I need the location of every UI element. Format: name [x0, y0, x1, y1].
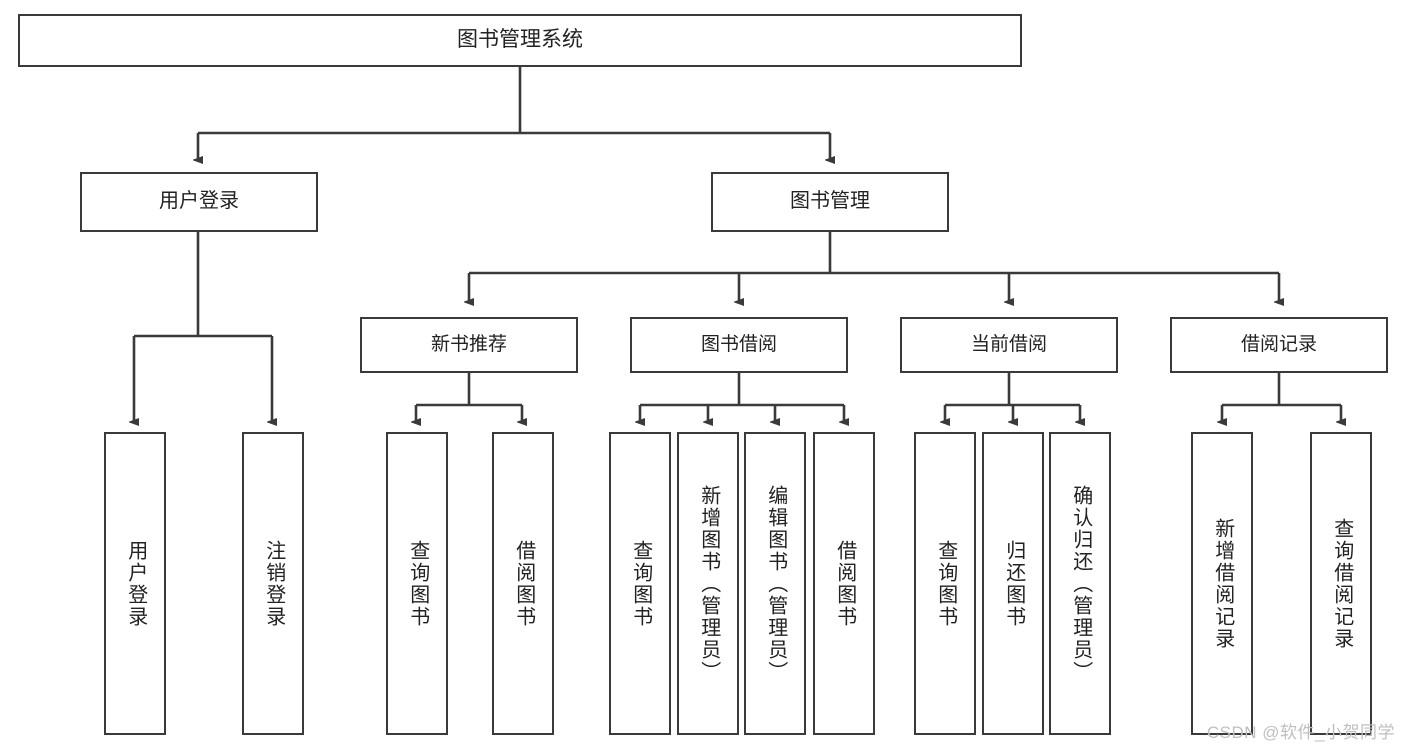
leaf-current-borrow-return[interactable]: 归还图书 [982, 432, 1044, 735]
leaf-current-borrow-confirm-return[interactable]: 确认归还（管理员） [1049, 432, 1111, 735]
leaf-label: 编辑图书（管理员） [764, 484, 787, 683]
node-current-borrow[interactable]: 当前借阅 [900, 317, 1118, 373]
leaf-label: 查询图书 [406, 539, 429, 628]
node-borrow-record-label: 借阅记录 [1240, 333, 1317, 355]
leaf-user-login-login[interactable]: 用户登录 [104, 432, 166, 735]
node-current-borrow-label: 当前借阅 [970, 333, 1047, 355]
leaf-book-borrow-add[interactable]: 新增图书（管理员） [677, 432, 739, 735]
node-book-management-label: 图书管理 [790, 190, 870, 213]
leaf-label: 借阅图书 [833, 539, 856, 628]
node-root[interactable]: 图书管理系统 [18, 14, 1022, 67]
node-book-borrow[interactable]: 图书借阅 [630, 317, 848, 373]
node-new-book-recommend[interactable]: 新书推荐 [360, 317, 578, 373]
leaf-label: 注销登录 [262, 539, 285, 628]
leaf-book-borrow-query[interactable]: 查询图书 [609, 432, 671, 735]
node-root-label: 图书管理系统 [457, 28, 583, 52]
leaf-borrow-record-query[interactable]: 查询借阅记录 [1310, 432, 1372, 735]
leaf-label: 查询借阅记录 [1330, 517, 1353, 650]
leaf-user-login-logout[interactable]: 注销登录 [242, 432, 304, 735]
node-user-login-label: 用户登录 [159, 190, 239, 213]
leaf-label: 借阅图书 [512, 539, 535, 628]
leaf-label: 归还图书 [1002, 539, 1025, 628]
leaf-current-borrow-query[interactable]: 查询图书 [914, 432, 976, 735]
node-book-management[interactable]: 图书管理 [711, 172, 949, 232]
leaf-book-borrow-borrow[interactable]: 借阅图书 [813, 432, 875, 735]
leaf-label: 新增借阅记录 [1211, 517, 1234, 650]
leaf-label: 查询图书 [629, 539, 652, 628]
node-borrow-record[interactable]: 借阅记录 [1170, 317, 1388, 373]
leaf-new-book-query[interactable]: 查询图书 [386, 432, 448, 735]
leaf-borrow-record-add[interactable]: 新增借阅记录 [1191, 432, 1253, 735]
leaf-book-borrow-edit[interactable]: 编辑图书（管理员） [744, 432, 806, 735]
watermark: CSDN @软件_小贺同学 [1206, 723, 1395, 742]
leaf-label: 用户登录 [124, 539, 147, 628]
node-new-book-recommend-label: 新书推荐 [430, 333, 507, 355]
leaf-label: 确认归还（管理员） [1069, 484, 1092, 683]
leaf-label: 查询图书 [934, 539, 957, 628]
node-user-login[interactable]: 用户登录 [80, 172, 318, 232]
leaf-new-book-borrow[interactable]: 借阅图书 [492, 432, 554, 735]
leaf-label: 新增图书（管理员） [697, 484, 720, 683]
node-book-borrow-label: 图书借阅 [700, 333, 777, 355]
